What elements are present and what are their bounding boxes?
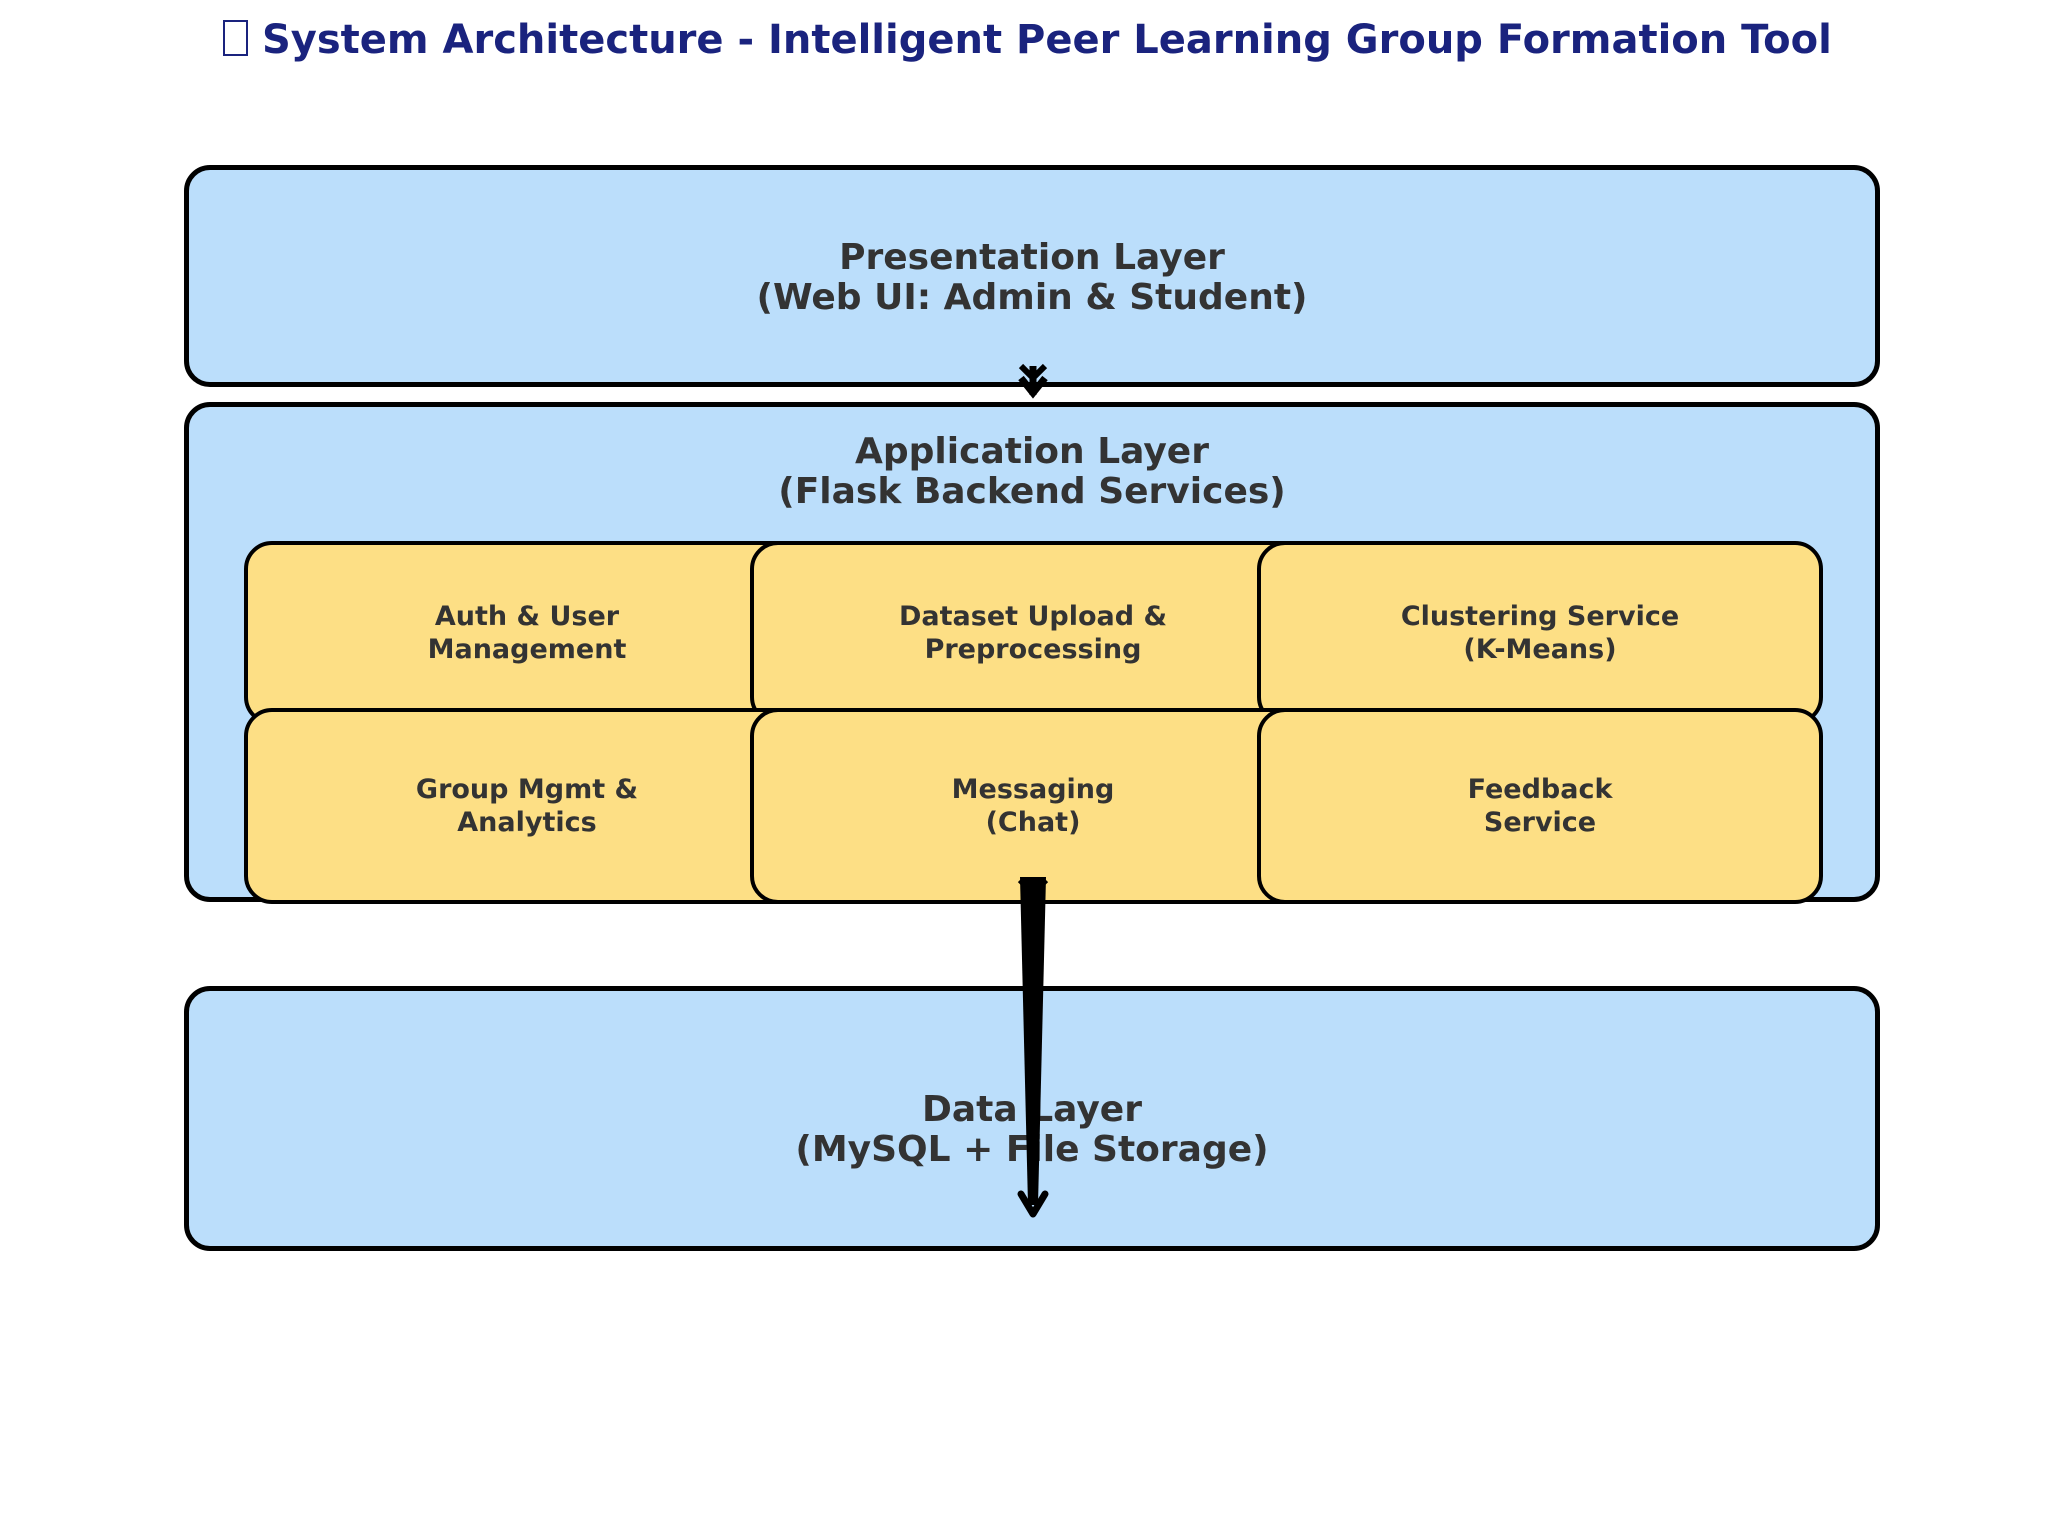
application-layer-title: Application Layer	[855, 431, 1209, 472]
module-dataset-upload-preprocessing: Dataset Upload & Preprocessing	[750, 541, 1316, 725]
application-layer-subtitle: (Flask Backend Services)	[778, 471, 1286, 512]
presentation-layer-title: Presentation Layer	[839, 237, 1225, 278]
diagram-title-text: System Architecture - Intelligent Peer L…	[261, 17, 1832, 63]
data-layer-label: Data Layer (MySQL + File Storage)	[189, 1090, 1875, 1170]
data-layer-box: Data Layer (MySQL + File Storage)	[184, 986, 1880, 1251]
diagram-title: System Architecture - Intelligent Peer L…	[0, 12, 2055, 68]
data-layer-subtitle: (MySQL + File Storage)	[795, 1129, 1269, 1170]
module-group-mgmt-analytics: Group Mgmt & Analytics	[244, 708, 810, 904]
application-layer-label: Application Layer (Flask Backend Service…	[189, 432, 1875, 512]
unrendered-glyph-icon	[223, 20, 248, 57]
module-label: Group Mgmt & Analytics	[415, 774, 639, 838]
presentation-layer-box: Presentation Layer (Web UI: Admin & Stud…	[184, 165, 1880, 387]
module-label: Feedback Service	[1467, 774, 1613, 838]
module-messaging-chat: Messaging (Chat)	[750, 708, 1316, 904]
module-label: Clustering Service (K-Means)	[1400, 601, 1680, 665]
module-label: Auth & User Management	[427, 601, 627, 665]
presentation-layer-subtitle: (Web UI: Admin & Student)	[756, 277, 1308, 318]
module-label: Dataset Upload & Preprocessing	[899, 601, 1167, 665]
module-clustering-service: Clustering Service (K-Means)	[1257, 541, 1823, 725]
presentation-layer-label: Presentation Layer (Web UI: Admin & Stud…	[189, 238, 1875, 318]
data-layer-title: Data Layer	[922, 1089, 1142, 1130]
module-feedback-service: Feedback Service	[1257, 708, 1823, 904]
module-label: Messaging (Chat)	[951, 774, 1115, 838]
module-auth-user-management: Auth & User Management	[244, 541, 810, 725]
